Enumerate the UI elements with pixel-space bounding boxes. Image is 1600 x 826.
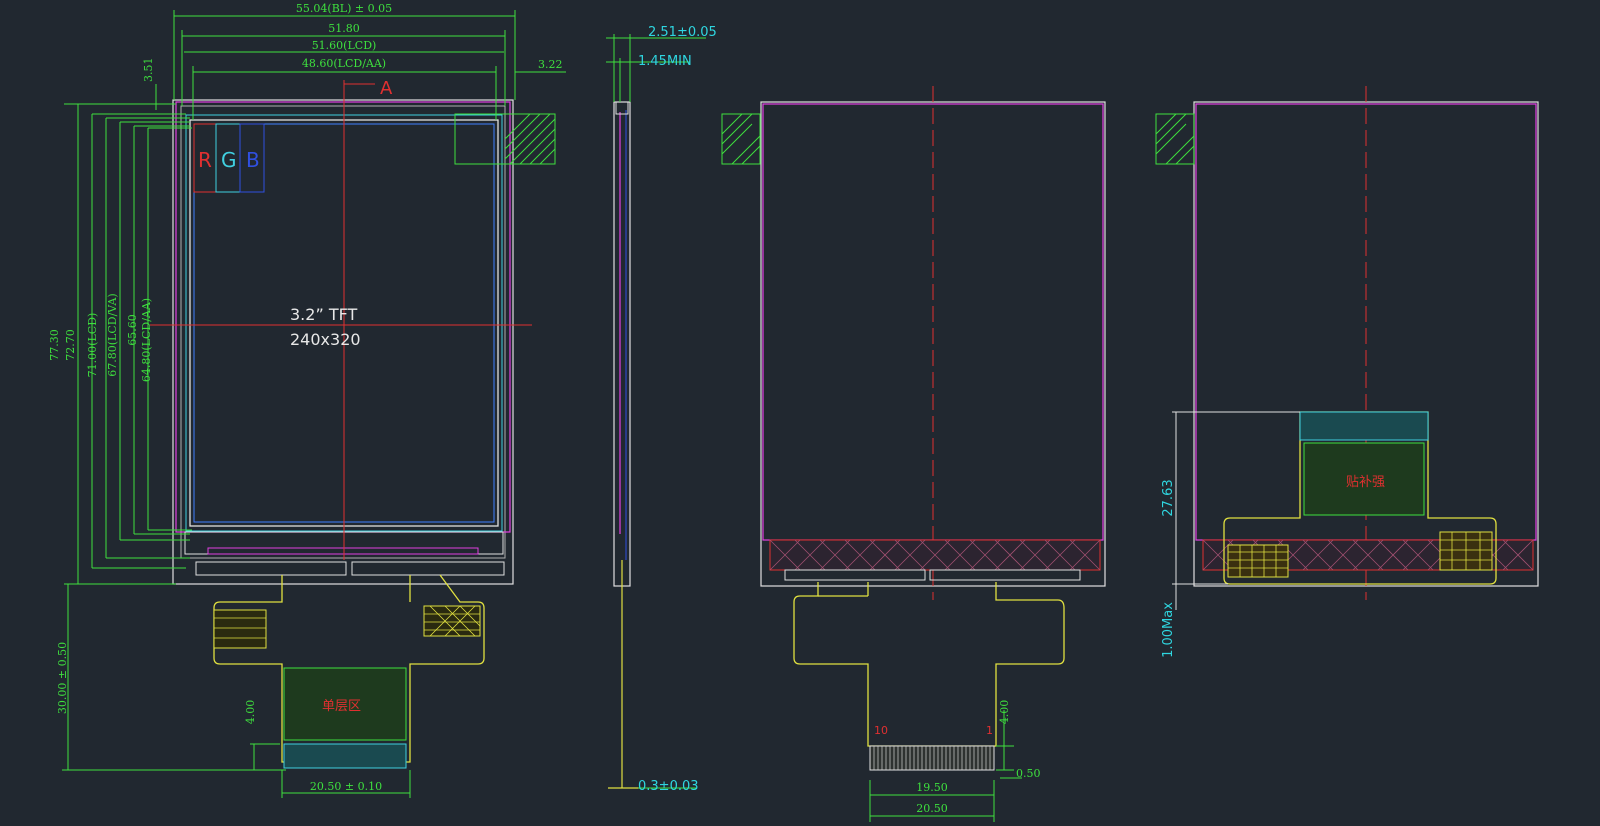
rgb-b-label: B — [246, 148, 260, 172]
dim-fpc-height: 4.00 — [244, 700, 257, 725]
tab-hatch — [504, 113, 556, 165]
dim-max-height: 1.00Max — [1161, 602, 1176, 658]
back-dimension-lines — [869, 710, 1022, 822]
dim-fpc-length: 30.00 ± 0.50 — [56, 642, 69, 714]
folded-component-hatch — [1228, 532, 1492, 577]
fpc-component-hatch — [214, 605, 481, 639]
fpc-component-right — [423, 605, 481, 637]
fpc-gold-fingers — [283, 743, 407, 769]
folded-dimension-lines — [1172, 411, 1300, 610]
folded-component-left — [1227, 544, 1289, 578]
ledge-slot-right — [351, 561, 505, 576]
dim-height-72: 72.70 — [64, 329, 77, 361]
single-layer-label: 单层区 — [322, 699, 361, 714]
side-view — [608, 101, 640, 789]
pin-first-label: 10 — [874, 724, 888, 737]
pin-last-label: 1 — [986, 724, 993, 737]
folded-view: 贴补强 — [1155, 86, 1539, 600]
dim-height-65: 65.60 — [126, 314, 139, 346]
bezel-outline — [172, 99, 514, 585]
back-slot-right — [929, 569, 1081, 581]
folded-stiffener-label: 贴补强 — [1346, 475, 1385, 490]
dim-frame-width: 51.80 — [328, 22, 360, 35]
dim-side-min: 1.45MIN — [638, 54, 692, 69]
folded-tab — [1155, 113, 1195, 165]
ledge-slot-left — [195, 561, 347, 576]
back-fpc-outline — [793, 582, 1065, 747]
dim-fpc-width: 20.50 ± 0.10 — [310, 780, 382, 793]
dim-right-offset: 3.22 — [538, 58, 563, 71]
dim-height-64: 64.80(LCD/AA) — [140, 298, 153, 382]
dim-finger-width: 20.50 — [916, 802, 948, 815]
dim-finger-height: 4.00 — [998, 700, 1011, 725]
dim-side-thickness: 2.51±0.05 — [648, 25, 717, 40]
back-tab — [721, 113, 761, 165]
fpc-single-layer-zone — [283, 667, 407, 741]
dim-finger-span: 19.50 — [916, 781, 948, 794]
ic-pads — [207, 547, 479, 555]
side-top-cap — [615, 101, 629, 115]
section-marker: A — [380, 78, 393, 99]
folded-tab-hatch — [1155, 113, 1195, 165]
dim-height-71: 71.00(LCD) — [86, 313, 99, 378]
back-view: 10 1 — [721, 86, 1106, 771]
folded-stiffener-zone — [1303, 442, 1425, 516]
dim-bl-width: 55.04(BL) ± 0.05 — [296, 2, 392, 15]
dim-height-67: 67.80(LCD/VA) — [106, 293, 119, 376]
front-dimension-lines — [62, 10, 566, 798]
back-tab-hatch — [721, 113, 761, 165]
side-dimension-lines — [606, 34, 706, 789]
back-finger-lines — [873, 746, 991, 770]
front-view: R G B A 3.2” TFT 240x320 单层区 — [150, 78, 556, 769]
frame-outline — [180, 105, 506, 559]
dim-fold-height: 27.63 — [1161, 479, 1176, 516]
panel-size-label: 3.2” TFT — [290, 305, 358, 324]
back-slot-left — [784, 569, 926, 581]
dim-fpc-thickness: 0.3±0.03 — [638, 779, 699, 794]
folded-fpc-outline — [1223, 411, 1497, 585]
rgb-g-label: G — [221, 148, 237, 172]
fpc-component-left — [213, 609, 267, 649]
dim-left-offset: 3.51 — [142, 58, 155, 83]
dim-aa-width: 48.60(LCD/AA) — [302, 57, 386, 70]
back-gold-fingers — [869, 745, 995, 771]
folded-gold-fingers — [1299, 411, 1429, 441]
dim-lcd-width: 51.60(LCD) — [312, 39, 377, 52]
panel-resolution-label: 240x320 — [290, 330, 361, 349]
rgb-r-label: R — [198, 148, 212, 172]
dim-height-77: 77.30 — [48, 329, 61, 361]
dim-finger-pitch: 0.50 — [1016, 767, 1041, 780]
back-crosshatch — [769, 539, 1101, 571]
subpixel-b — [239, 123, 265, 193]
side-outline — [613, 101, 631, 587]
